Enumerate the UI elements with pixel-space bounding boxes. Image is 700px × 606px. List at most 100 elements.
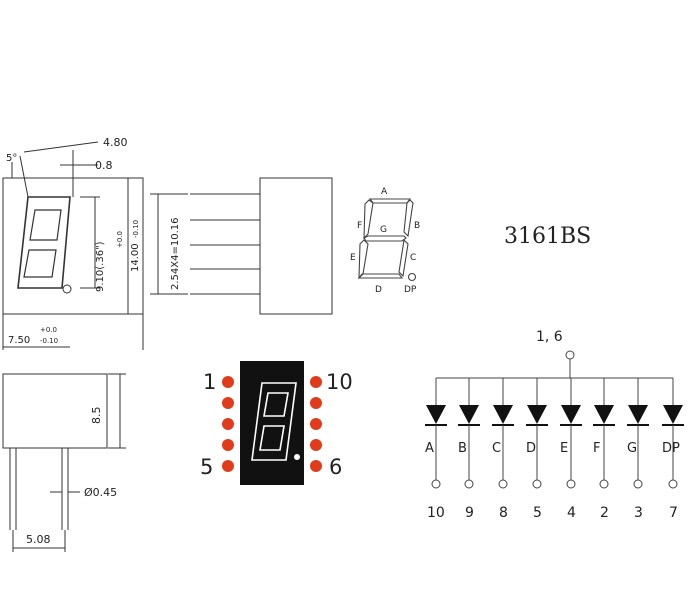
pin-dot-right bbox=[310, 439, 322, 451]
pin-dot-left bbox=[222, 376, 234, 388]
dim-bottom-height: 8.5 bbox=[90, 407, 103, 425]
schematic-segment-label: D bbox=[526, 441, 536, 456]
side-body-outline bbox=[259, 177, 333, 315]
pin-dot-left bbox=[222, 397, 234, 409]
dim-width-tol-top: +0.0 bbox=[40, 326, 57, 334]
front-view bbox=[2, 141, 144, 350]
pin-dot-left bbox=[222, 460, 234, 472]
pin-dot-right bbox=[310, 418, 322, 430]
dim-line bbox=[19, 155, 29, 198]
diode-f bbox=[594, 405, 614, 424]
schematic-segment-label: C bbox=[492, 441, 501, 456]
pin-label-10: 10 bbox=[326, 370, 353, 394]
schematic-pin-label: 2 bbox=[600, 505, 609, 521]
schematic-pin-label: 7 bbox=[669, 505, 678, 521]
segment-label-d: D bbox=[375, 285, 382, 295]
segment-b bbox=[403, 199, 414, 238]
segment-label-c: C bbox=[410, 253, 416, 263]
pin-label-5: 5 bbox=[200, 455, 213, 479]
pin-dot-right bbox=[310, 397, 322, 409]
digit-outline bbox=[17, 196, 71, 289]
segment-c bbox=[398, 238, 409, 278]
schematic-pin-label: 9 bbox=[465, 505, 474, 521]
segment-f bbox=[363, 199, 374, 240]
pin-dots bbox=[222, 376, 322, 472]
segment-label-dp: DP bbox=[404, 285, 417, 295]
segment-label-g: G bbox=[380, 225, 387, 235]
pin-terminal bbox=[633, 479, 643, 489]
digit-upper-window bbox=[29, 209, 62, 241]
pinout-view bbox=[222, 361, 322, 485]
pin-dot-right bbox=[310, 460, 322, 472]
pin-terminal bbox=[498, 479, 508, 489]
dim-line bbox=[23, 141, 99, 153]
diode-e bbox=[561, 405, 581, 424]
schematic-segment-label: A bbox=[425, 441, 434, 456]
schematic-pin-label: 4 bbox=[567, 505, 576, 521]
display-digit bbox=[251, 382, 297, 461]
bottom-body-outline bbox=[2, 373, 108, 449]
schematic-pin-label: 8 bbox=[499, 505, 508, 521]
segment-e bbox=[358, 239, 369, 280]
segment-a bbox=[368, 198, 412, 204]
digit-lower-window bbox=[23, 249, 57, 278]
display-body bbox=[240, 361, 304, 485]
pin-terminal bbox=[431, 479, 441, 489]
side-view bbox=[150, 177, 333, 315]
pinout-labels: 1 10 5 6 bbox=[200, 370, 353, 479]
common-terminal bbox=[565, 350, 575, 360]
bottom-view-labels: 8.5 Ø0.45 5.08 bbox=[26, 407, 117, 547]
front-dp-dot bbox=[62, 284, 72, 294]
dim-width-tol: -0.10 bbox=[40, 337, 58, 345]
dim-pin-pitch: 2.54X4=10.16 bbox=[170, 218, 181, 291]
diode-a bbox=[426, 405, 446, 424]
diode-g bbox=[628, 405, 648, 424]
segment-label-e: E bbox=[350, 253, 356, 263]
segment-map bbox=[357, 198, 417, 282]
segment-label-a: A bbox=[381, 187, 388, 197]
pin-dot-right bbox=[310, 376, 322, 388]
pin-terminal bbox=[668, 479, 678, 489]
segment-label-f: F bbox=[357, 221, 362, 231]
schematic-segment-label: B bbox=[458, 441, 467, 456]
segment-d bbox=[357, 273, 404, 279]
diode-d bbox=[527, 405, 547, 424]
dim-pin-diameter: Ø0.45 bbox=[84, 486, 117, 499]
pin-label-6: 6 bbox=[329, 455, 342, 479]
segment-dp bbox=[407, 272, 417, 282]
diode-dp bbox=[663, 405, 683, 424]
dim-digit-height-tol: +0.0 bbox=[116, 231, 124, 248]
dim-body-height: 14.00 bbox=[130, 243, 141, 272]
front-view-labels: 4.80 5° 0.8 9.10(.36") +0.0 14.00 -0.10 … bbox=[6, 136, 141, 346]
pin-dot-left bbox=[222, 418, 234, 430]
diode-c bbox=[493, 405, 513, 424]
pin-terminal bbox=[532, 479, 542, 489]
dim-angle: 5° bbox=[6, 153, 17, 164]
common-pin-label: 1, 6 bbox=[536, 329, 563, 345]
schematic-pin-label: 5 bbox=[533, 505, 542, 521]
diode-b bbox=[459, 405, 479, 424]
pin-terminal bbox=[464, 479, 474, 489]
schematic-segment-label: F bbox=[593, 441, 600, 456]
dim-width: 7.50 bbox=[8, 335, 30, 346]
dim-seg-offset: 0.8 bbox=[95, 159, 113, 172]
schematic-segment-label: E bbox=[560, 441, 568, 456]
pin-terminal bbox=[566, 479, 576, 489]
pin-label-1: 1 bbox=[203, 370, 216, 394]
part-number: 3161BS bbox=[504, 224, 591, 249]
segment-g bbox=[363, 235, 407, 242]
schematic-pin-label: 3 bbox=[634, 505, 643, 521]
dim-top-width: 4.80 bbox=[103, 136, 128, 149]
dim-body-height-tol: -0.10 bbox=[132, 220, 140, 238]
dim-pin-spacing: 5.08 bbox=[26, 533, 51, 546]
schematic-pin-label: 10 bbox=[427, 505, 445, 521]
display-dp-dot bbox=[294, 454, 300, 460]
segment-labels: A B C D E F G DP bbox=[350, 187, 420, 295]
bottom-view bbox=[2, 373, 126, 552]
pin-terminal bbox=[599, 479, 609, 489]
schematic-segment-label: G bbox=[627, 441, 637, 456]
pin-dot-left bbox=[222, 439, 234, 451]
